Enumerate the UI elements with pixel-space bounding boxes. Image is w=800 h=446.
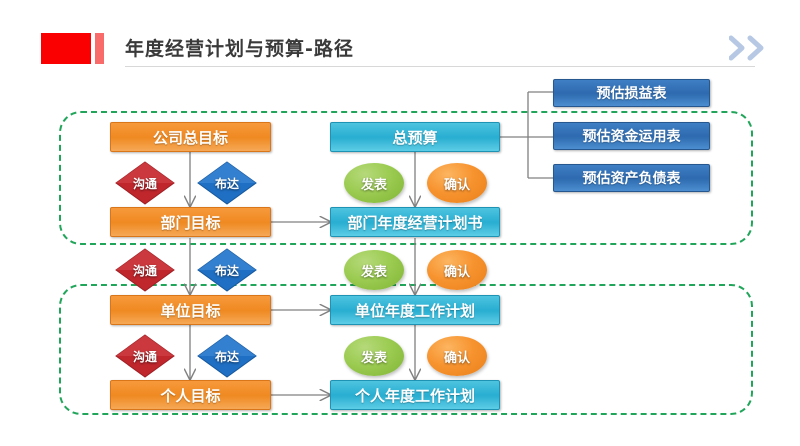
connector-communicate-1[interactable]: 沟通: [114, 160, 176, 206]
output-box-estimated-fund-usage[interactable]: 预估资金运用表: [553, 122, 710, 150]
group-dashed-boundary-lower: [59, 284, 753, 415]
diamond-shape: [197, 248, 257, 292]
diamond-shape: [115, 161, 175, 205]
connector-deploy-1[interactable]: 布达: [196, 160, 258, 206]
node-unit-annual-work-plan[interactable]: 单位年度工作计划: [330, 295, 500, 325]
output-box-estimated-balance-sheet[interactable]: 预估资产负债表: [553, 164, 710, 192]
node-individual-goal[interactable]: 个人目标: [110, 380, 271, 410]
diamond-shape: [197, 334, 257, 378]
page-title: 年度经营计划与预算-路径: [125, 38, 354, 60]
connector-deploy-2[interactable]: 布达: [196, 247, 258, 293]
node-department-annual-plan[interactable]: 部门年度经营计划书: [330, 207, 500, 237]
connector-confirm-1[interactable]: 确认: [427, 163, 487, 203]
node-department-goal[interactable]: 部门目标: [110, 207, 271, 237]
diamond-shape: [197, 161, 257, 205]
node-individual-annual-work-plan[interactable]: 个人年度工作计划: [330, 380, 500, 410]
connector-publish-3[interactable]: 发表: [344, 336, 404, 376]
connector-confirm-2[interactable]: 确认: [427, 250, 487, 290]
connector-publish-2[interactable]: 发表: [344, 250, 404, 290]
node-total-budget[interactable]: 总预算: [330, 122, 500, 152]
header-accent-block: [41, 33, 91, 64]
node-unit-goal[interactable]: 单位目标: [110, 295, 271, 325]
diamond-shape: [115, 248, 175, 292]
slide-header: 年度经营计划与预算-路径: [0, 0, 800, 76]
output-box-estimated-income-statement[interactable]: 预估损益表: [553, 79, 710, 107]
node-company-goal[interactable]: 公司总目标: [110, 122, 271, 152]
connector-publish-1[interactable]: 发表: [344, 163, 404, 203]
connector-confirm-3[interactable]: 确认: [427, 336, 487, 376]
connector-communicate-3[interactable]: 沟通: [114, 333, 176, 379]
connector-deploy-3[interactable]: 布达: [196, 333, 258, 379]
header-accent-block-secondary: [95, 33, 104, 64]
diamond-shape: [115, 334, 175, 378]
group-dashed-boundary-upper: [59, 111, 753, 245]
double-chevron-right-icon[interactable]: [729, 35, 775, 61]
connector-communicate-2[interactable]: 沟通: [114, 247, 176, 293]
header-divider: [125, 66, 755, 67]
